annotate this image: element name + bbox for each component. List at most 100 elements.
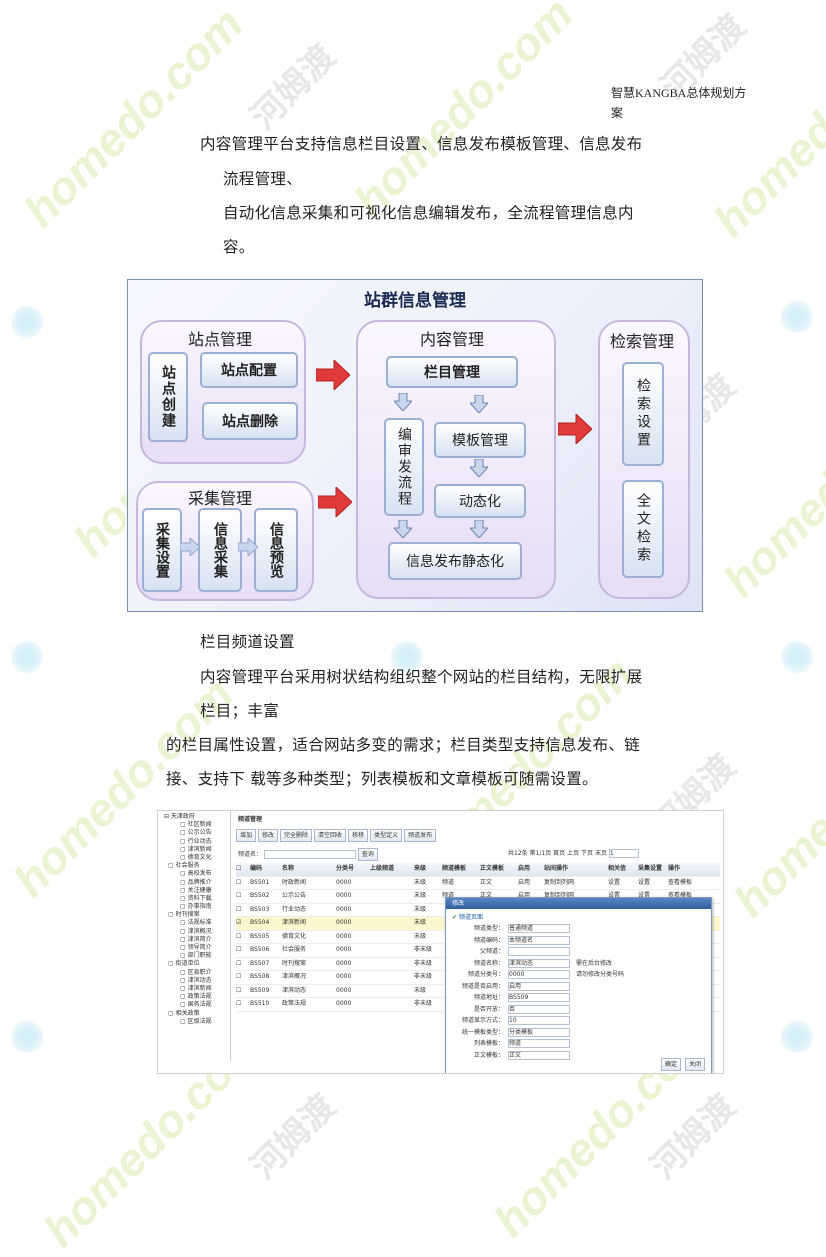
dialog-field: 是否开放：否	[452, 1004, 570, 1014]
search-button[interactable]: 查询	[357, 848, 378, 861]
column-management-box: 栏目管理	[386, 356, 518, 388]
tree-item[interactable]: ▢ 津滨新闻	[180, 984, 212, 992]
tree-item[interactable]: ▢ 部门职能	[180, 952, 212, 960]
dialog-field-input[interactable]: 普通频道	[508, 924, 570, 933]
tree-item[interactable]: ▢ 领导简介	[180, 944, 212, 951]
tree-item[interactable]: ▢ 德育文化	[180, 853, 212, 861]
table-cell: 0000	[336, 905, 352, 913]
toolbar-button[interactable]: 类型定义	[370, 829, 403, 842]
toolbar-button[interactable]: 增加	[236, 829, 257, 842]
dialog-field: 统一模板类型：分类模板	[452, 1027, 570, 1037]
dialog-field-input[interactable]: BS509	[508, 993, 570, 1002]
tree-item[interactable]: ⊟ 天津政府	[164, 813, 195, 820]
table-cell: ☐	[236, 986, 242, 994]
tree-item[interactable]: ▢ 公示公告	[180, 829, 212, 837]
tree-item[interactable]: ▢ 社区新闻	[180, 821, 212, 829]
site-group-diagram: 站群信息管理 站点管理 站点创建 站点配置 站点删除 采集管理 采集设置 信息采…	[127, 279, 703, 612]
tree-item[interactable]: ▢ 津滨简介	[180, 935, 212, 943]
tree-item[interactable]: ▢ 津滨动态	[180, 976, 212, 984]
dialog-field-input[interactable]: 10	[508, 1016, 570, 1025]
column-header: 来级	[414, 865, 427, 872]
dialog-field-input[interactable]: 启用	[508, 981, 570, 991]
dialog-field-input[interactable]	[508, 947, 570, 956]
table-cell: 末级	[414, 932, 427, 940]
tree-item[interactable]: ▢ 国务法规	[180, 1001, 212, 1009]
tree-item[interactable]: ▢ 办事指南	[180, 903, 212, 911]
table-cell: BS507	[250, 959, 270, 967]
dialog-field-input[interactable]: 分类模板	[508, 1027, 570, 1037]
flow-arrow-down	[394, 393, 412, 411]
watermark-text: 河姆渡	[243, 1086, 344, 1188]
tree-item[interactable]: ▢ 津滨概况	[180, 927, 212, 935]
table-cell: 末级	[414, 892, 427, 899]
table-cell: 时政新闻	[282, 878, 307, 886]
dialog-field-input[interactable]: 否	[508, 1004, 570, 1014]
tree-item[interactable]: ▢ 相关政策	[168, 1009, 200, 1017]
pager-prev[interactable]: 上页	[567, 850, 580, 857]
tree-item[interactable]: ▢ 区级法规	[180, 1017, 212, 1025]
toolbar-button[interactable]: 修改	[258, 829, 279, 842]
table-cell: 公示公告	[282, 892, 307, 899]
search-input[interactable]	[263, 850, 356, 859]
tree-item[interactable]: ▢ 法规标准	[180, 919, 212, 927]
table-cell: BS510	[250, 1000, 270, 1007]
tree-item[interactable]: ▢ 社会服务	[168, 862, 200, 870]
toolbar-button[interactable]: 移移	[348, 829, 369, 842]
dialog-field-input[interactable]: 0000	[508, 970, 570, 979]
table-cell: ☐	[236, 932, 242, 940]
paragraph-line: 内容管理平台采用树状结构组织整个网站的栏目结构，无限扩展	[200, 668, 643, 686]
tree-item[interactable]: ▢ 资料下载	[180, 894, 212, 902]
tree-item[interactable]: ▢ 区县职介	[180, 968, 212, 976]
dialog-field-input[interactable]: 津滨动态	[508, 958, 570, 968]
table-cell: 设置	[608, 878, 621, 886]
table-cell: 末级	[414, 905, 427, 913]
pager-input[interactable]: 1	[608, 849, 639, 858]
pager-first[interactable]: 首页	[553, 850, 566, 857]
watermark-flower	[780, 640, 814, 674]
watermark-text: homedo.com	[703, 7, 826, 247]
tree-item[interactable]: ▢ 行业动态	[180, 837, 212, 845]
tree-item[interactable]: ▢ 津滨新闻	[180, 845, 212, 853]
dialog-field-label: 频道类型：	[473, 925, 504, 932]
tree-item[interactable]: ▢ 关注健康	[180, 886, 212, 894]
dialog-field-label: 频道显示方式：	[461, 1017, 504, 1024]
table-cell: 设置	[608, 892, 621, 899]
tree-item[interactable]: ▢ 品牌推介	[180, 878, 212, 886]
flow-arrow-right-small	[180, 538, 200, 556]
pager-last[interactable]: 末页	[594, 850, 607, 857]
paragraph-line: 内容管理平台支持信息栏目设置、信息发布模板管理、信息发布	[200, 135, 643, 153]
collect-settings-box: 采集设置	[142, 508, 182, 592]
tree-item[interactable]: ▢ 高校发布	[180, 870, 212, 878]
tree-item[interactable]: ▢ 政策法规	[180, 993, 212, 1001]
table-cell: 非末级	[414, 959, 433, 967]
table-cell: 频道	[442, 892, 455, 899]
toolbar-button[interactable]: 频道发布	[404, 829, 437, 842]
toolbar-button[interactable]: 清空回收	[314, 829, 347, 842]
header-brand-wrap: 案	[611, 106, 624, 120]
toolbar-button[interactable]: 完全删除	[280, 829, 313, 842]
table-cell: 频道	[442, 878, 455, 886]
watermark-flower	[780, 300, 814, 334]
dialog-close-button[interactable]: 关闭	[684, 1058, 705, 1071]
watermark-flower	[10, 1020, 44, 1054]
dialog-ok-button[interactable]: 确定	[660, 1058, 681, 1071]
table-cell	[370, 985, 414, 998]
table-cell	[370, 931, 414, 944]
dialog-field-input[interactable]: 频道	[508, 1039, 570, 1048]
dialog-field-input[interactable]: 本频道名	[508, 935, 570, 945]
pager-next[interactable]: 下页	[581, 850, 594, 857]
site-create-box: 站点创建	[148, 352, 188, 442]
flow-arrow-right	[318, 487, 352, 517]
table-cell	[370, 904, 414, 917]
table-cell: BS505	[250, 932, 270, 940]
page-header: 智慧KANGBA总体规划方 案	[611, 83, 751, 123]
watermark-flower	[780, 1020, 814, 1054]
dialog-field-input[interactable]: 正文	[508, 1050, 570, 1060]
tree-item[interactable]: ▢ 时刊搜案	[168, 911, 200, 919]
paragraph-line: 容。	[223, 238, 255, 256]
section-title: 栏目频道设置	[200, 633, 295, 651]
tree-item[interactable]: ▢ 街道单位	[168, 960, 200, 968]
table-cell: 非末级	[414, 946, 433, 953]
